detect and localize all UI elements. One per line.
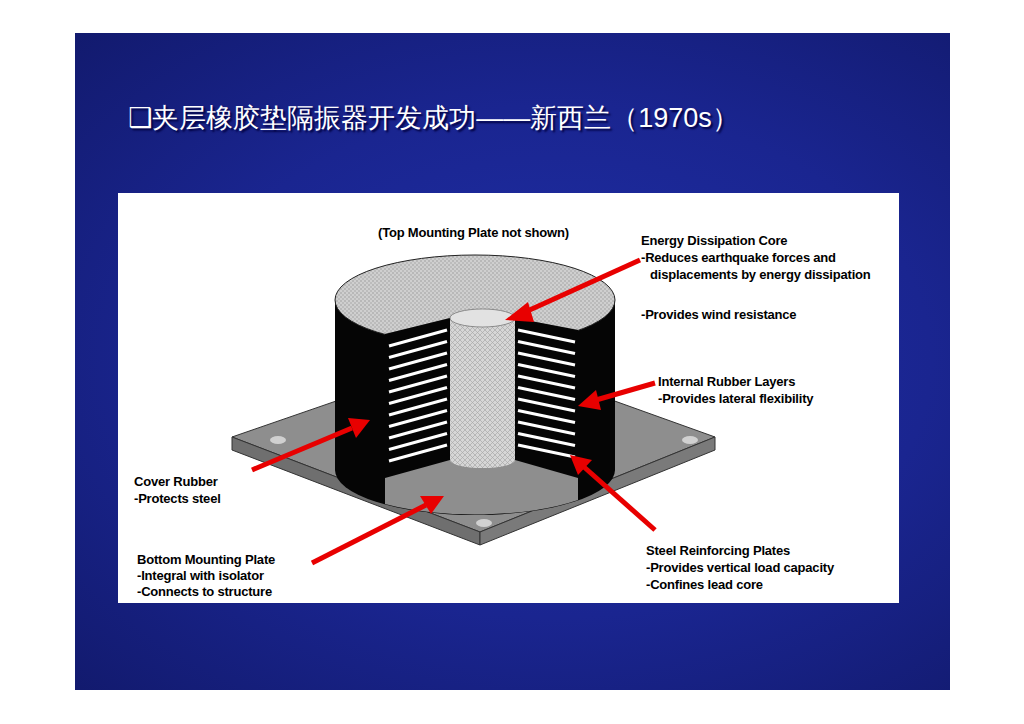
part-description: -Provides vertical load capacity [646,559,895,576]
rubber-layer-stripe [518,376,575,388]
rubber-layer-stripe [389,445,447,461]
part-name: Steel Reinforcing Plates [646,542,886,559]
rubber-layer-stripe [518,411,575,423]
rubber-layer-stripe [518,330,575,342]
rubber-layer-stripe [518,342,575,354]
note-label: (Top Mounting Plate not shown) [378,224,608,241]
part-description: -Reduces earthquake forces and displacem… [641,249,900,283]
part-name: Cover Rubber [134,473,294,490]
rubber-layer-stripe [518,445,575,457]
part-description: -Provides lateral flexibility [658,390,897,407]
rubber-layer-stripe [518,388,575,400]
part-description: -Confines lead core [646,576,895,593]
rubber-layer-stripe [518,422,575,434]
part-name: Energy Dissipation Core [641,232,891,249]
part-description: -Protects steel [134,490,303,507]
part-description: -Connects to structure [137,583,336,600]
part-name: Internal Rubber Layers [658,373,888,390]
rubber-layer-stripe [518,434,575,446]
rubber-layer-stripe [518,353,575,365]
rubber-layer-stripe [518,399,575,411]
part-description: -Integral with isolator [137,567,336,584]
slide-title: ❑夹层橡胶垫隔振器开发成功——新西兰（1970s） [128,98,928,138]
part-name: Bottom Mounting Plate [137,551,327,568]
rubber-layer-stripe [518,365,575,377]
part-description: -Provides wind resistance [641,306,900,323]
